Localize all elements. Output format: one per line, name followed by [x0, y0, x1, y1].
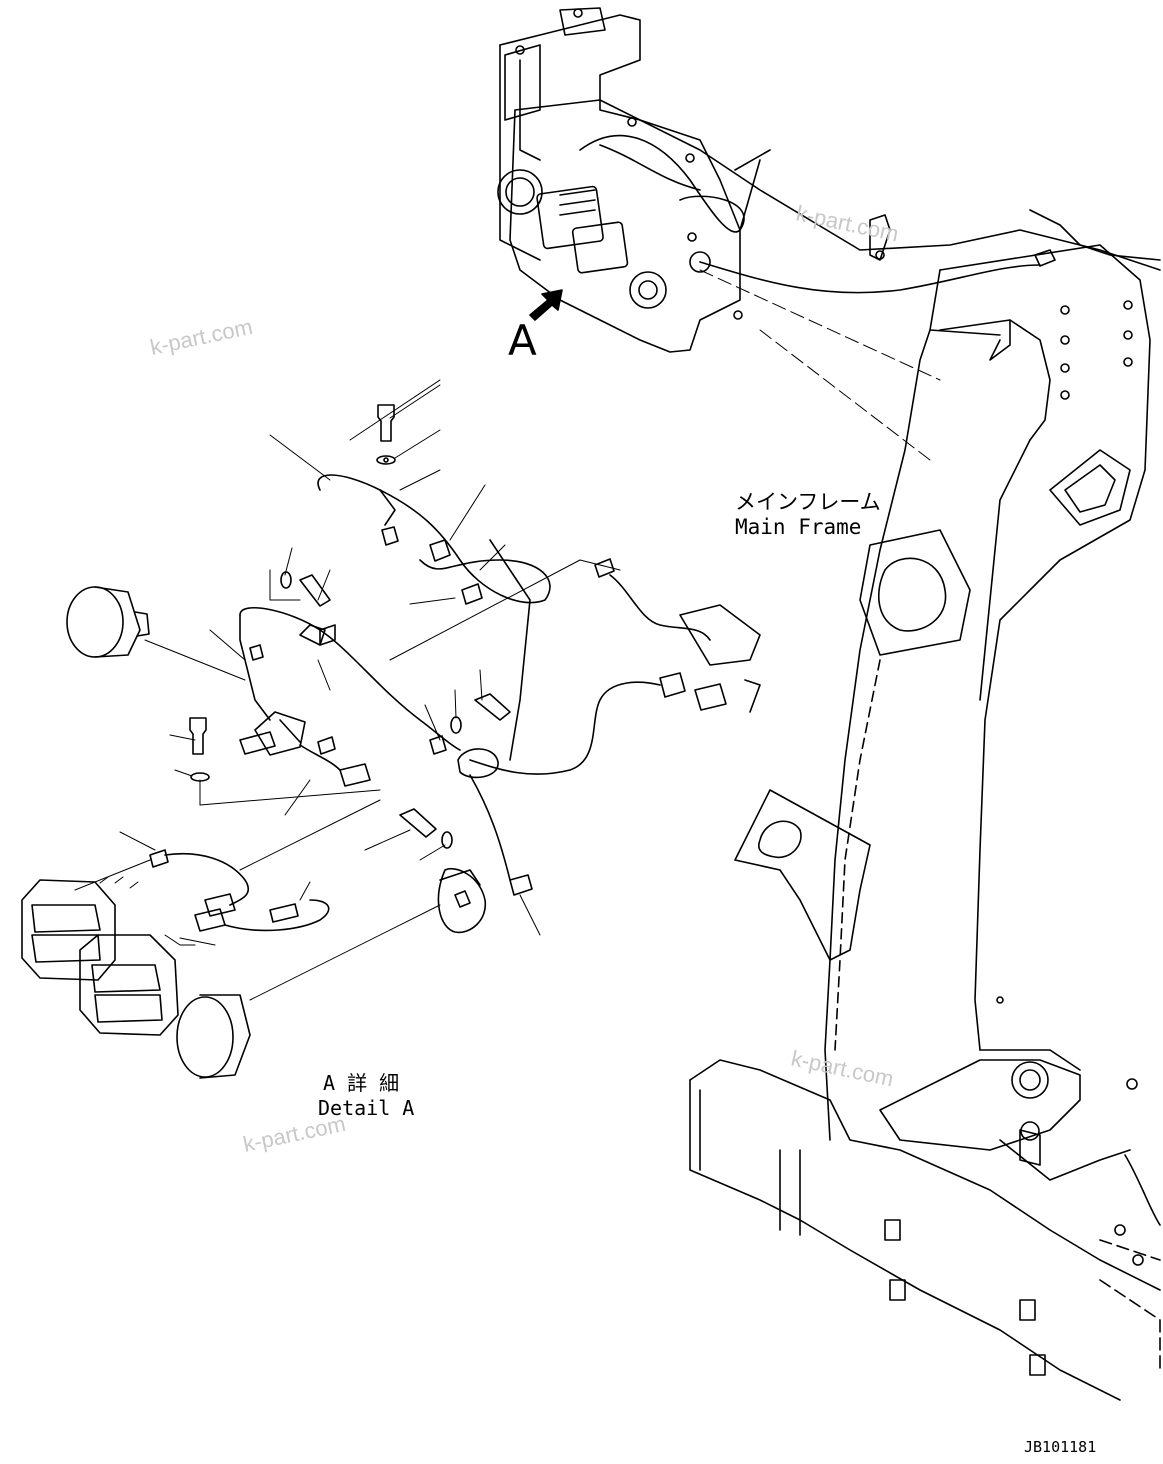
top-bracket-assembly	[497, 7, 1161, 353]
rear-harness-lower	[74, 849, 441, 1001]
harness-upper	[239, 379, 686, 896]
detail-a-exploded-view	[21, 379, 761, 1079]
watermark-1: k-part.com	[148, 314, 255, 360]
main-frame-label-jp: メインフレーム	[735, 490, 881, 514]
horn-round	[176, 868, 486, 1079]
watermark-4: k-part.com	[241, 1111, 348, 1157]
bolts-and-washers	[119, 384, 621, 936]
watermark-2: k-part.com	[794, 200, 901, 246]
right-side-connectors	[594, 558, 761, 713]
watermark-3: k-part.com	[789, 1045, 896, 1091]
detail-label-en: Detail A	[318, 1096, 414, 1120]
connector-block	[239, 711, 371, 816]
main-frame-arm	[689, 244, 1161, 1401]
drawing-number: JB101181	[1024, 1438, 1096, 1456]
work-lamp-round-upper	[66, 586, 246, 681]
square-work-lamps	[21, 876, 179, 1036]
main-frame-label-en: Main Frame	[735, 515, 861, 539]
detail-label-jp: A 詳 細	[323, 1071, 399, 1095]
view-marker-label: A	[508, 316, 537, 365]
view-arrow-a	[529, 289, 563, 321]
